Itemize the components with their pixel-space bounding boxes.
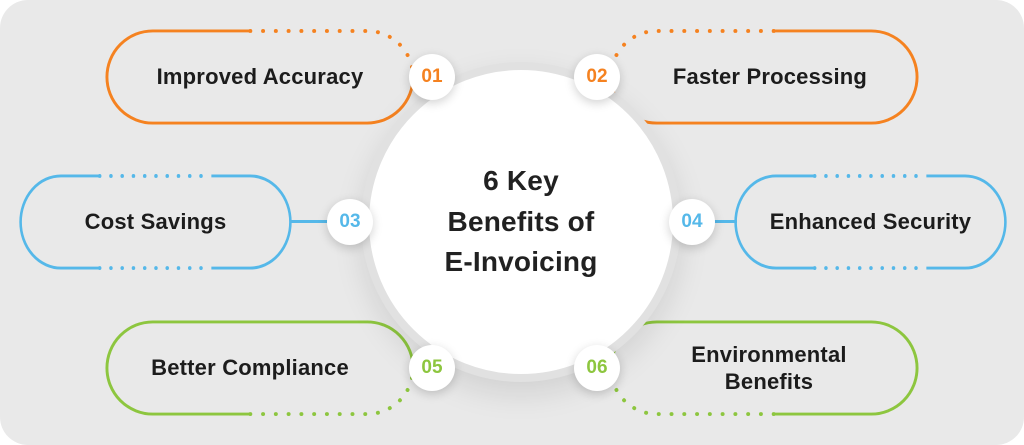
connector-line xyxy=(705,220,737,223)
number-badge-01: 01 xyxy=(409,54,455,100)
number-badge-04: 04 xyxy=(669,199,715,245)
benefit-label: Better Compliance xyxy=(151,355,349,380)
benefit-pill-better-compliance: Better Compliance xyxy=(104,319,416,417)
number-badge-05: 05 xyxy=(409,345,455,391)
benefit-label: Improved Accuracy xyxy=(156,64,364,89)
center-title: 6 Key Benefits of E-Invoicing xyxy=(444,165,598,278)
center-circle: 6 Key Benefits of E-Invoicing xyxy=(361,62,681,382)
benefit-label: Environmental Benefits xyxy=(691,341,847,395)
benefit-pill-environmental-benefits: Environmental Benefits xyxy=(608,319,920,417)
connector-line xyxy=(290,220,330,223)
benefit-pill-enhanced-security: Enhanced Security xyxy=(733,173,1008,271)
number-badge-06: 06 xyxy=(574,345,620,391)
number-badge-02: 02 xyxy=(574,54,620,100)
benefit-label: Enhanced Security xyxy=(769,209,972,234)
benefit-pill-cost-savings: Cost Savings xyxy=(18,173,293,271)
benefit-pill-improved-accuracy: Improved Accuracy xyxy=(104,28,416,126)
benefit-pill-faster-processing: Faster Processing xyxy=(608,28,920,126)
number-badge-03: 03 xyxy=(327,199,373,245)
benefit-label: Cost Savings xyxy=(84,209,227,234)
benefit-label: Faster Processing xyxy=(672,64,868,89)
